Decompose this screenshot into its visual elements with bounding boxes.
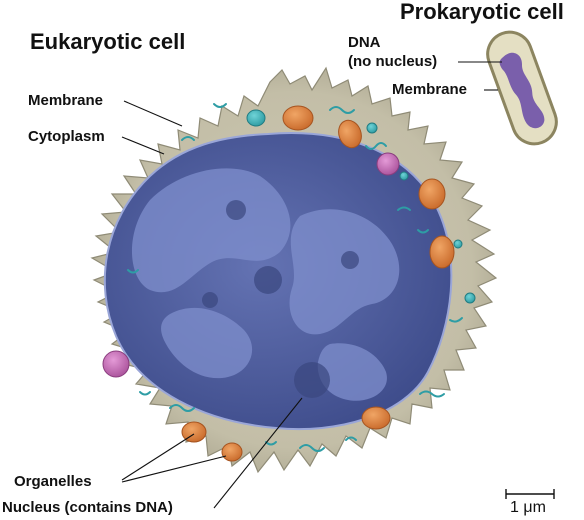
scale-bar-line: [505, 489, 555, 499]
mitochondria: [181, 105, 455, 462]
leader-cytoplasm: [121, 136, 165, 155]
prokaryotic-cell: [486, 30, 558, 146]
leader-nucleus: [213, 397, 303, 509]
cytoplasm-label: Cytoplasm: [28, 128, 105, 145]
leader-membrane-euk: [123, 100, 183, 127]
leader-organelles-2: [121, 455, 227, 483]
dna-no-nucleus-label: (no nucleus): [348, 53, 438, 70]
leader-lines: [121, 61, 502, 509]
organelles-label: Organelles: [14, 473, 92, 490]
vesicles-cyan: [246, 109, 476, 304]
chromatin-patches: [131, 168, 400, 401]
membrane-label-eukaryotic: Membrane: [28, 92, 104, 109]
dense-chromatin-spots: [202, 200, 359, 398]
vesicles-pink: [102, 152, 400, 378]
leader-organelles-1: [121, 433, 195, 481]
eukaryotic-cell-title: Eukaryotic cell: [30, 29, 186, 54]
membrane-label-prokaryotic: Membrane: [392, 81, 468, 98]
nucleus-label: Nucleus (contains DNA): [2, 499, 173, 516]
scale-bar-label: 1 μm: [510, 499, 546, 516]
prokaryote-dna: [499, 52, 545, 129]
dna-label: DNA: [348, 34, 381, 51]
prokaryotic-cell-title: Prokaryotic cell: [400, 0, 564, 24]
